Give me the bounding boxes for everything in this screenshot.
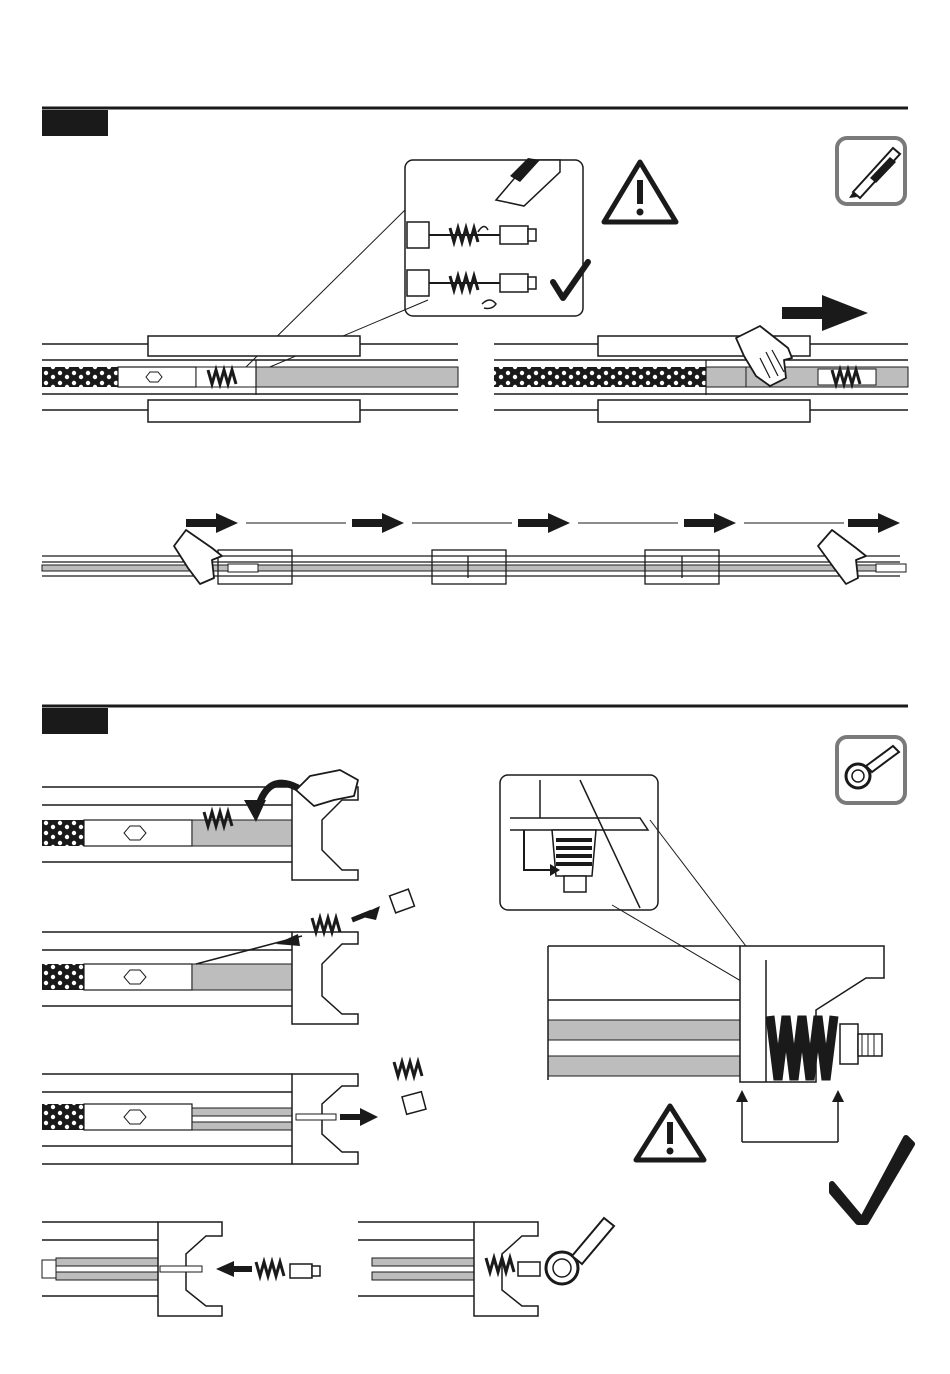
- warning-icon: [604, 162, 676, 222]
- step-1-bar: [42, 110, 108, 136]
- spring-icon: [394, 1062, 422, 1076]
- arrow-left-icon: [216, 1261, 252, 1277]
- arrow-right-icon: [352, 513, 404, 533]
- cutter-knife-icon: [837, 138, 905, 204]
- check-icon: [832, 1138, 912, 1222]
- spring-icon: [256, 1262, 284, 1276]
- arrow-right-icon: [186, 513, 238, 533]
- panel-e: [358, 1218, 614, 1316]
- rail-right: [494, 336, 908, 422]
- panel-a: [42, 770, 358, 880]
- panel-d: [42, 1222, 320, 1316]
- warning-icon: [636, 1106, 704, 1160]
- arrow-right-icon: [340, 1108, 378, 1126]
- arrow-right-icon: [684, 513, 736, 533]
- large-section: [548, 946, 884, 1142]
- rotate-arrow-icon: [244, 783, 298, 822]
- step-1: [42, 108, 908, 584]
- long-rail: [42, 513, 906, 584]
- ring-spanner-icon: [837, 737, 905, 803]
- bolt-icon: [390, 889, 415, 913]
- rail-left: [42, 336, 458, 422]
- panel-c: [42, 1062, 426, 1164]
- bolt-icon: [290, 1264, 320, 1278]
- ring-spanner-icon: [546, 1218, 614, 1284]
- step-2: [42, 706, 912, 1316]
- arrow-right-icon: [782, 295, 868, 331]
- step-2-bar: [42, 708, 108, 734]
- bolt-icon: [402, 1092, 426, 1115]
- arrow-right-icon: [848, 513, 900, 533]
- panel-b: [42, 889, 414, 1024]
- arrow-right-icon: [518, 513, 570, 533]
